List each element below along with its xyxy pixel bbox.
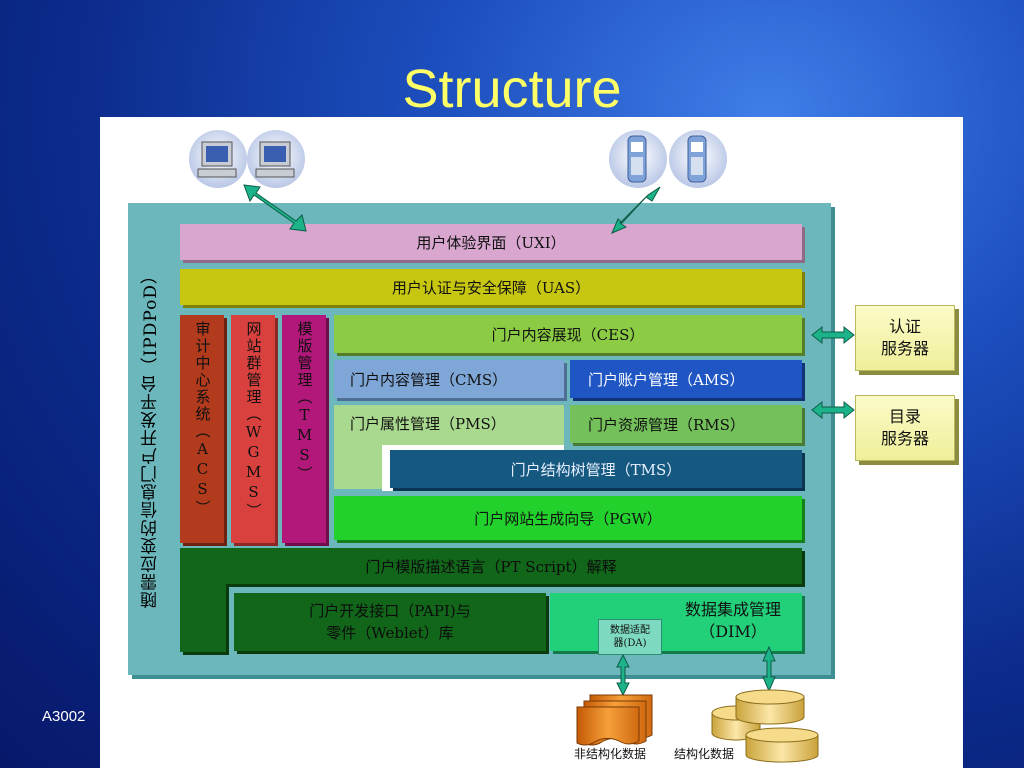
uas-layer: 用户认证与安全保障（UAS） [180, 269, 802, 305]
acs-column: 审计中心系统（ACS） [180, 315, 224, 543]
double-arrow-icon [243, 184, 855, 697]
uxi-layer: 用户体验界面（UXI） [180, 224, 802, 260]
da-line1: 数据适配 [610, 625, 650, 636]
database-icon [711, 689, 819, 763]
dim-module [550, 593, 802, 651]
document-stack-icon [576, 694, 653, 746]
pgw-layer: 门户网站生成向导（PGW） [334, 496, 802, 540]
slide-title: Structure [402, 59, 622, 119]
diagram-panel: 随需应变的信息门户开发平台（IPDPoD） 用户体验界面（UXI） 用户认证与安… [100, 117, 963, 768]
auth-server: 认证 服务器 [855, 305, 955, 371]
directory-server: 目录 服务器 [855, 395, 955, 461]
desktop-computer-icon [189, 130, 305, 188]
ces-layer: 门户内容展现（CES） [334, 315, 802, 353]
cms-module: 门户内容管理（CMS） [334, 360, 564, 398]
wgms-column: 网站群管理（WGMS） [231, 315, 275, 543]
dim-line1: 数据集成管理 [684, 600, 781, 619]
directory-server-line1: 目录 [888, 407, 921, 426]
auth-server-line2: 服务器 [880, 339, 929, 358]
dim-line2: （DIM） [699, 622, 767, 641]
pms-label: 门户属性管理（PMS） [350, 414, 506, 433]
tree-tms-module: 门户结构树管理（TMS） [390, 450, 802, 488]
template-tms-column: 模版管理（TMS） [282, 315, 326, 543]
dim-label: 数据集成管理 （DIM） [666, 599, 800, 643]
da-line2: 器(DA) [613, 638, 647, 649]
unstructured-data-label: 非结构化数据 [574, 747, 647, 761]
papi-module: 门户开发接口（PAPI)与 零件（Weblet）库 [234, 593, 546, 651]
directory-server-line2: 服务器 [880, 429, 929, 448]
ams-module: 门户账户管理（AMS） [570, 360, 802, 398]
pt-script-layer: 门户模版描述语言（PT Script）解释 [180, 548, 802, 584]
rms-module: 门户资源管理（RMS） [570, 405, 802, 443]
papi-line2: 零件（Weblet）库 [326, 624, 454, 642]
pt-script-extension [180, 584, 226, 652]
mobile-phone-icon [609, 130, 727, 188]
da-adapter: 数据适配 器(DA) [598, 619, 662, 655]
papi-line1: 门户开发接口（PAPI)与 [309, 602, 471, 620]
auth-server-line1: 认证 [888, 317, 921, 336]
structured-data-label: 结构化数据 [674, 747, 735, 761]
slide-footer: A3002 [42, 708, 86, 725]
